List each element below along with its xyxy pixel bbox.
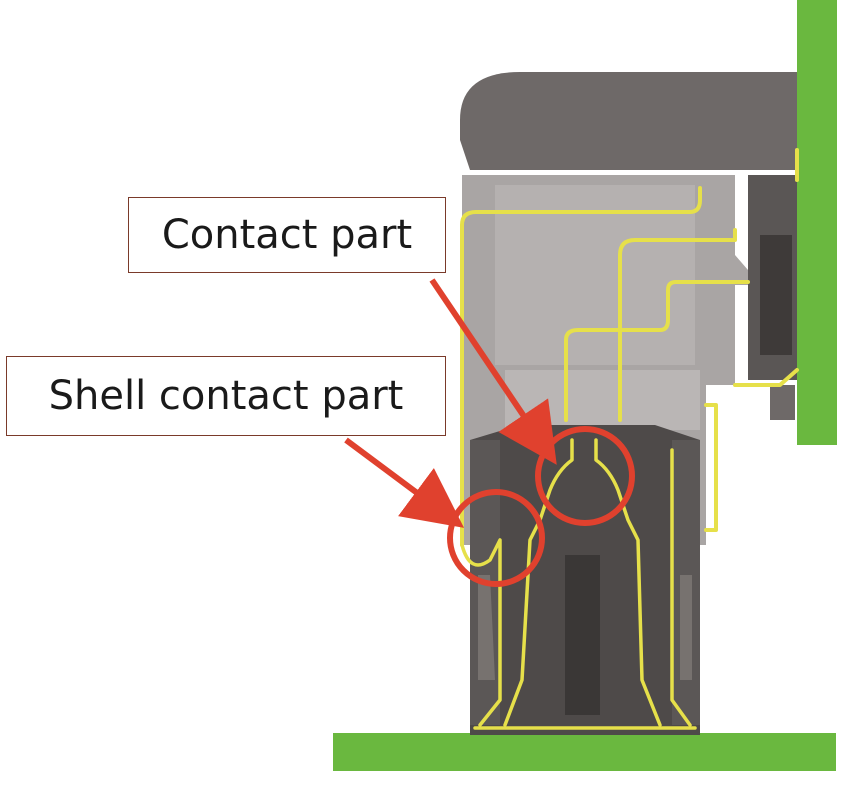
plug-insulator-lower: [505, 370, 700, 430]
receptacle-center-post: [565, 555, 600, 715]
contact-part-label: Contact part: [128, 197, 446, 273]
shell-contact-part-highlight-circle: [447, 489, 545, 587]
plug-contact-inner: [564, 280, 750, 422]
pcb-side-bracket-inner: [760, 235, 792, 355]
receptacle-left-foot: [478, 575, 495, 680]
contact-part-arrow: [429, 278, 557, 465]
pcb-side-tab: [770, 385, 795, 420]
horizontal-pcb: [333, 733, 836, 771]
plug-housing: [460, 72, 797, 170]
vertical-pcb: [797, 0, 837, 445]
plug-shell-contact: [460, 186, 702, 547]
plug-insulator-highlight: [495, 185, 695, 365]
contact-part-highlight-circle: [535, 426, 635, 526]
shell-contact-part-label: Shell contact part: [6, 356, 446, 436]
receptacle-right-foot: [680, 575, 692, 680]
shell-contact-part-arrow: [344, 437, 465, 528]
receptacle-contact-left: [503, 438, 574, 727]
receptacle-shell-left: [460, 538, 502, 727]
plug-contact-outer: [618, 228, 737, 422]
receptacle-shell-right: [670, 448, 692, 727]
plug-side-contact: [704, 403, 718, 532]
pcb-side-lead-mid: [733, 368, 799, 387]
receptacle-contact-right: [594, 438, 662, 727]
